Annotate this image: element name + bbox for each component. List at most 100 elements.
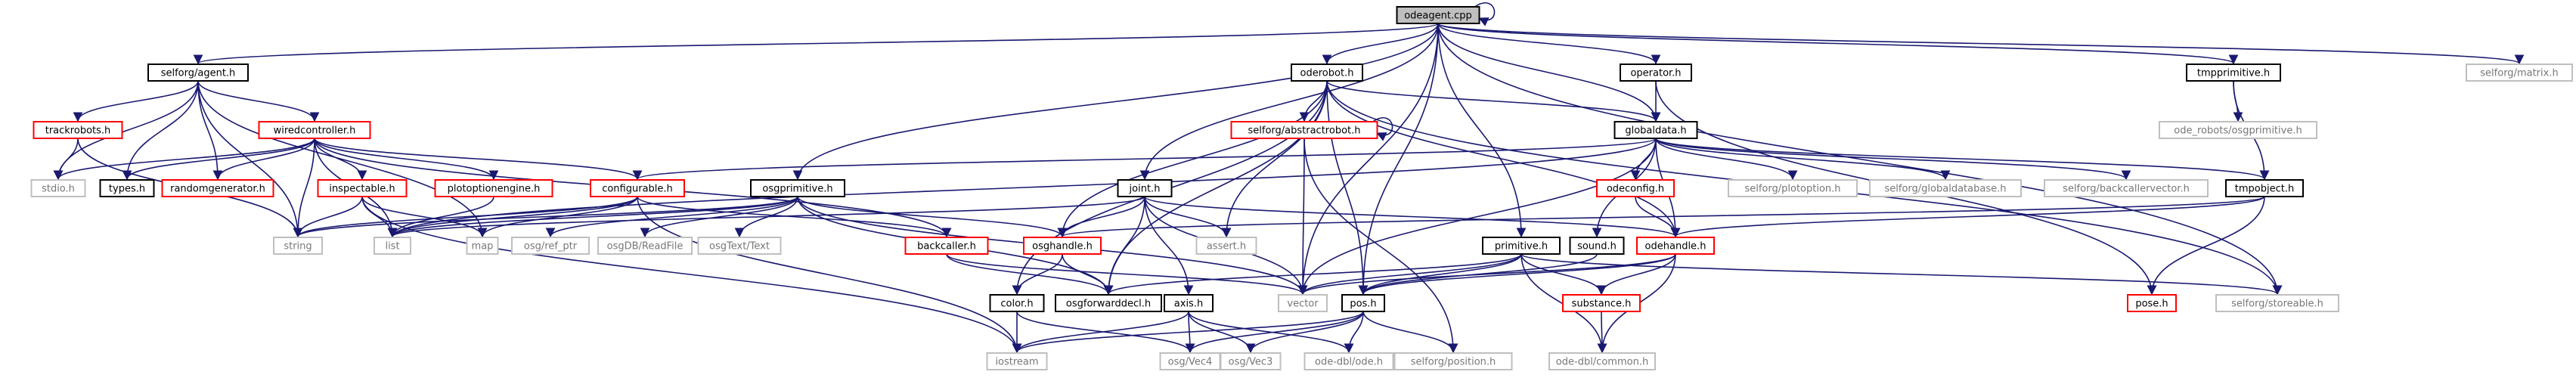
node-pos-h[interactable]: pos.h — [1341, 294, 1385, 312]
node-osghandle-h[interactable]: osghandle.h — [1023, 237, 1102, 255]
node-iostream[interactable]: iostream — [986, 352, 1048, 370]
node-assert-h[interactable]: assert.h — [1195, 237, 1257, 255]
node-box — [590, 179, 685, 197]
node-ode-dbl-ode-h[interactable]: ode-dbl/ode.h — [1303, 352, 1394, 370]
node-label: selforg/globaldatabase.h — [1885, 184, 2007, 195]
node-label: randomgenerator.h — [170, 184, 265, 195]
node-osgtext-text[interactable]: osgText/Text — [697, 237, 782, 255]
node-box — [1596, 179, 1675, 197]
node-vector[interactable]: vector — [1278, 294, 1328, 312]
edge-oderobot_h-to-odehandle_h — [1326, 80, 1681, 238]
node-globaldata-h[interactable]: globaldata.h — [1613, 121, 1698, 139]
node-label: joint.h — [1129, 184, 1161, 195]
node-list[interactable]: list — [374, 237, 411, 255]
node-selforg-backcallervector-h[interactable]: selforg/backcallervector.h — [2044, 179, 2209, 197]
node-selforg-agent-h[interactable]: selforg/agent.h — [147, 64, 249, 82]
node-map[interactable]: map — [466, 237, 499, 255]
node-box — [1164, 294, 1214, 312]
node-label: osgDB/ReadFile — [607, 241, 684, 252]
node-pose-h[interactable]: pose.h — [2127, 294, 2177, 312]
nodes-layer: odeagent.cpp selforg/agent.h oderobot.h ope… — [30, 6, 2573, 370]
edge-primitive_h-to-pos_h — [1358, 253, 1522, 296]
node-label: backcaller.h — [917, 241, 976, 252]
edge-odeagent_cpp-to-tmpprimitive_h — [1437, 23, 2238, 65]
node-joint-h[interactable]: joint.h — [1117, 179, 1173, 197]
edge-tmpobject_h-to-odehandle_h — [1670, 196, 2265, 238]
node-selforg-abstractrobot-h[interactable]: selforg/abstractrobot.h — [1230, 121, 1378, 139]
edges-layer — [53, 2, 2524, 354]
edge-odeagent_cpp-to-selforg_storeable_h — [1437, 23, 2283, 296]
node-color-h[interactable]: color.h — [989, 294, 1045, 312]
node-substance-h[interactable]: substance.h — [1562, 294, 1641, 312]
node-selforg-globaldatabase-h[interactable]: selforg/globaldatabase.h — [1869, 179, 2022, 197]
node-label: ode-dbl/common.h — [1556, 357, 1648, 368]
node-label: pos.h — [1350, 299, 1376, 310]
node-box — [2186, 64, 2281, 82]
node-label: osghandle.h — [1032, 241, 1093, 252]
node-primitive-h[interactable]: primitive.h — [1482, 237, 1561, 255]
node-box — [434, 179, 553, 197]
edge-oderobot_h-to-assert_h — [1221, 80, 1328, 238]
node-tmpobject-h[interactable]: tmpobject.h — [2225, 179, 2304, 197]
node-selforg-matrix-h[interactable]: selforg/matrix.h — [2466, 64, 2573, 82]
node-box — [317, 179, 408, 197]
node-plotoptionengine-h[interactable]: plotoptionengine.h — [434, 179, 553, 197]
node-label: selforg/backcallervector.h — [2063, 184, 2190, 195]
edge-axis_h-to-ode_dbl_ode_h — [1188, 311, 1354, 354]
edge-axis_h-to-iostream — [1012, 311, 1189, 354]
node-box — [258, 121, 371, 139]
edge-odeagent_cpp-to-globaldata_h — [1437, 23, 1661, 122]
edge-odeagent_cpp-to-selforg_matrix_h — [1437, 23, 2524, 65]
edge-inspectable_h-to-map — [361, 196, 488, 238]
node-label: wiredcontroller.h — [274, 125, 356, 137]
node-axis-h[interactable]: axis.h — [1164, 294, 1214, 312]
node-inspectable-h[interactable]: inspectable.h — [317, 179, 408, 197]
node-ode-dbl-common-h[interactable]: ode-dbl/common.h — [1548, 352, 1656, 370]
node-box — [1636, 237, 1715, 255]
edge-odehandle_h-to-substance_h — [1596, 253, 1676, 296]
node-box — [99, 179, 155, 197]
node-selforg-position-h[interactable]: selforg/position.h — [1393, 352, 1513, 370]
node-box — [466, 237, 499, 255]
node-backcaller-h[interactable]: backcaller.h — [904, 237, 989, 255]
node-osg-vec3[interactable]: osg/Vec3 — [1220, 352, 1282, 370]
node-selforg-plotoption-h[interactable]: selforg/plotoption.h — [1728, 179, 1858, 197]
node-randomgenerator-h[interactable]: randomgenerator.h — [161, 179, 274, 197]
node-label: selforg/storeable.h — [2231, 299, 2323, 310]
node-string[interactable]: string — [273, 237, 323, 255]
edge-selforg_agent_h-to-randomgenerator_h — [197, 80, 223, 181]
node-box — [597, 237, 693, 255]
edge-oderobot_h-to-pos_h — [1326, 80, 1369, 296]
node-osg-ref-ptr[interactable]: osg/ref_ptr — [511, 237, 590, 255]
edge-tmpobject_h-to-pose_h — [2147, 196, 2265, 296]
edge-oderobot_h-to-globaldata_h — [1326, 80, 1661, 122]
node-selforg-storeable-h[interactable]: selforg/storeable.h — [2215, 294, 2339, 312]
node-box — [2466, 64, 2573, 82]
node-odehandle-h[interactable]: odehandle.h — [1636, 237, 1715, 255]
node-osgdb-readfile[interactable]: osgDB/ReadFile — [597, 237, 693, 255]
node-odeconfig-h[interactable]: odeconfig.h — [1596, 179, 1675, 197]
node-box — [1869, 179, 2022, 197]
edge-odehandle_h-to-pos_h — [1358, 253, 1676, 296]
node-operator-h[interactable]: operator.h — [1620, 64, 1692, 82]
node-box — [2159, 121, 2317, 139]
node-tmpprimitive-h[interactable]: tmpprimitive.h — [2186, 64, 2281, 82]
node-odeagent-cpp[interactable]: odeagent.cpp — [1396, 6, 1480, 24]
node-trackrobots-h[interactable]: trackrobots.h — [33, 121, 123, 139]
edge-substance_h-to-ode_dbl_common_h — [1597, 311, 1607, 354]
edge-wiredcontroller_h-to-plotoptionengine_h — [314, 138, 499, 181]
node-osg-vec4[interactable]: osg/Vec4 — [1159, 352, 1221, 370]
node-stdio-h[interactable]: stdio.h — [30, 179, 86, 197]
node-box — [1023, 237, 1102, 255]
node-types-h[interactable]: types.h — [99, 179, 155, 197]
node-configurable-h[interactable]: configurable.h — [590, 179, 685, 197]
node-wiredcontroller-h[interactable]: wiredcontroller.h — [258, 121, 371, 139]
edge-primitive_h-to-osgforwarddecl_h — [1103, 253, 1522, 296]
node-osgforwarddecl-h[interactable]: osgforwarddecl.h — [1055, 294, 1162, 312]
edge-selforg_abstractrobot_h-to-vector — [1297, 138, 1308, 296]
node-osgprimitive-h[interactable]: osgprimitive.h — [750, 179, 845, 197]
node-ode-robots-osgprimitive-h[interactable]: ode_robots/osgprimitive.h — [2159, 121, 2317, 139]
node-oderobot-h[interactable]: oderobot.h — [1291, 64, 1363, 82]
node-sound-h[interactable]: sound.h — [1569, 237, 1625, 255]
edge-pos_h-to-iostream — [1012, 311, 1364, 354]
